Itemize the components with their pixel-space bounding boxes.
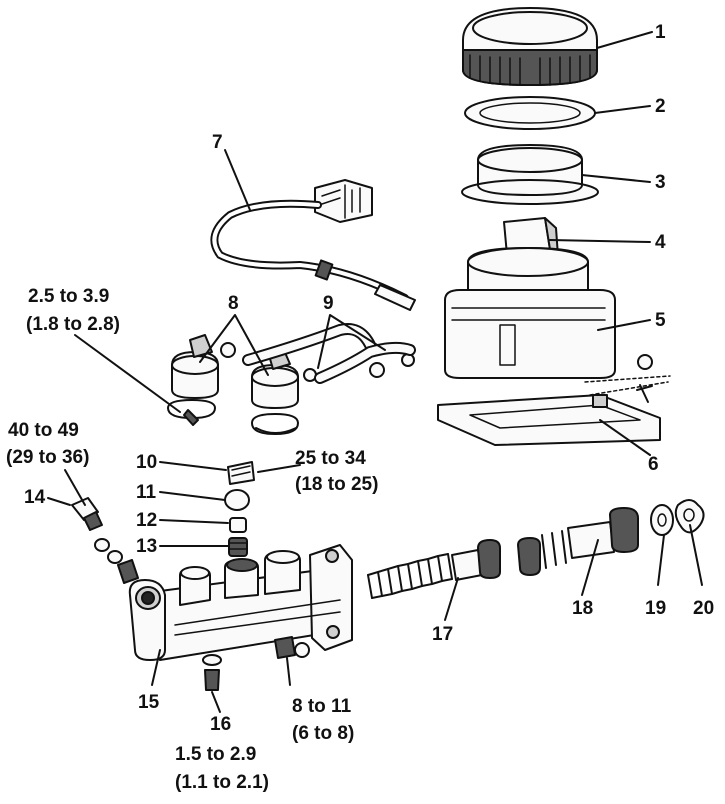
reservoir-diaphragm (461, 144, 599, 205)
primary-piston-assembly (517, 507, 639, 576)
callout-19: 19 (645, 598, 666, 619)
callout-17: 17 (432, 624, 453, 645)
torque-spec-5-line2: (1.1 to 2.1) (175, 772, 269, 793)
outlet-bolt-and-washers (71, 497, 139, 584)
callout-20: 20 (693, 598, 714, 619)
bottom-screw (202, 654, 222, 691)
callout-13: 13 (136, 536, 157, 557)
sensor-wiring-harness (210, 179, 416, 311)
callout-7: 7 (212, 132, 223, 153)
reservoir-bracket (437, 354, 671, 446)
torque-spec-1-line2: (1.8 to 2.8) (26, 314, 120, 335)
callout-5: 5 (655, 310, 666, 331)
cylinder-seal (674, 499, 705, 534)
callout-12: 12 (136, 510, 157, 531)
torque-spec-3-line1: 25 to 34 (295, 448, 366, 469)
callout-8: 8 (228, 293, 239, 314)
torque-specs: 2.5 to 3.9 (1.8 to 2.8) 40 to 49 (29 to … (6, 286, 378, 793)
callout-1: 1 (655, 22, 666, 43)
callout-16: 16 (210, 714, 231, 735)
reservoir-cap (462, 7, 598, 86)
torque-spec-4-line2: (6 to 8) (292, 723, 354, 744)
cap-and-clamp-right (251, 347, 299, 435)
callout-2: 2 (655, 96, 666, 117)
torque-spec-5-line1: 1.5 to 2.9 (175, 744, 256, 765)
torque-spec-4-line1: 8 to 11 (292, 696, 352, 717)
callout-15: 15 (138, 692, 160, 713)
torque-spec-2-line2: (29 to 36) (6, 447, 89, 468)
torque-spec-2-line1: 40 to 49 (8, 420, 79, 441)
washer (650, 504, 674, 536)
callout-3: 3 (655, 172, 666, 193)
cap-gasket (464, 96, 596, 130)
fluid-reservoir (444, 247, 616, 379)
callout-numbers: 1 2 3 4 5 6 7 8 9 10 11 12 13 14 15 16 1… (24, 22, 714, 735)
master-cylinder-body (128, 544, 353, 661)
callout-10: 10 (136, 452, 157, 473)
callout-4: 4 (655, 232, 666, 253)
callout-14: 14 (24, 487, 46, 508)
callout-11: 11 (136, 482, 157, 503)
stop-bolt (274, 636, 310, 659)
callout-18: 18 (572, 598, 593, 619)
small-clamps (220, 342, 415, 382)
secondary-piston-assembly (367, 539, 501, 599)
callout-9: 9 (323, 293, 334, 314)
torque-spec-3-line2: (18 to 25) (295, 474, 378, 495)
inlet-fitting-stack (224, 461, 255, 557)
torque-spec-1-line1: 2.5 to 3.9 (28, 286, 109, 307)
leader-lines (47, 31, 703, 713)
cap-and-clamp-left (167, 334, 219, 426)
callout-6: 6 (648, 454, 659, 475)
